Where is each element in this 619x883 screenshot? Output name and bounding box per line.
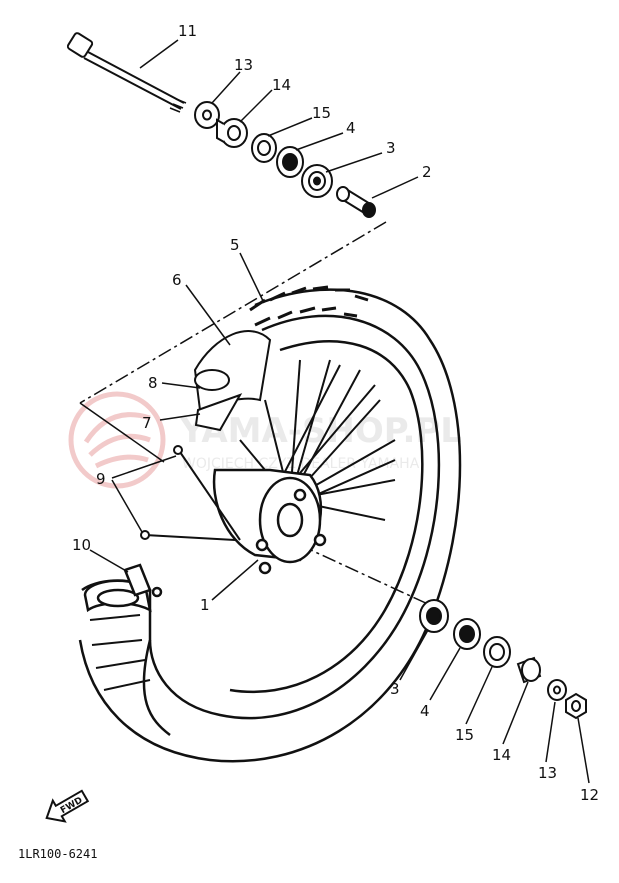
part-rim-band-tube: [193, 330, 272, 432]
part-collar-14-top: [216, 118, 248, 148]
callout-6: 6: [172, 271, 182, 289]
part-washer-13-top: [194, 101, 220, 129]
callout-15-top: 15: [312, 104, 331, 122]
part-spacer-2: [336, 186, 376, 218]
part-oil-seal-15-bottom: [483, 636, 511, 668]
callout-8: 8: [148, 374, 158, 392]
fwd-arrow: FWD: [45, 789, 90, 823]
watermark-logo-swoosh: [83, 412, 151, 469]
part-oil-seal-15-top: [251, 133, 277, 163]
callout-15-bottom: 15: [455, 726, 474, 744]
part-spacer-4-top: [276, 146, 304, 178]
part-tyre-valve: [83, 563, 163, 613]
callout-3-bottom: 3: [390, 680, 400, 698]
callout-13-bottom: 13: [538, 764, 557, 782]
leader-lines: [89, 39, 590, 784]
diagram-code: 1LR100-6241: [18, 847, 97, 861]
callouts: 11 13 14 15 4 3 2 5 6 8 7 9 10 1 3 4 15 …: [72, 22, 599, 804]
watermark-logo-ring: [68, 391, 166, 489]
callout-12: 12: [580, 786, 599, 804]
callout-1: 1: [200, 596, 210, 614]
part-nut-12: [565, 692, 587, 720]
part-axle: [66, 32, 187, 113]
callout-4-top: 4: [346, 119, 356, 137]
part-washer-13-bottom: [547, 679, 567, 701]
fwd-arrow-icon: [45, 789, 90, 823]
callout-2: 2: [422, 163, 432, 181]
part-hub: [212, 468, 327, 575]
part-collar-14-bottom: [516, 656, 542, 684]
callout-14-bottom: 14: [492, 746, 511, 764]
callout-9: 9: [96, 470, 106, 488]
callout-13-top: 13: [234, 56, 253, 74]
callout-3-top: 3: [386, 139, 396, 157]
callout-5: 5: [230, 236, 240, 254]
axis-lines: [79, 221, 431, 606]
part-spoke-set: [140, 445, 241, 541]
callout-4-bottom: 4: [420, 702, 430, 720]
part-bearing-3-bottom: [419, 599, 449, 633]
callout-10: 10: [72, 536, 91, 554]
callout-11: 11: [178, 22, 197, 40]
part-spacer-4-bottom: [453, 618, 481, 650]
callout-14-top: 14: [272, 76, 291, 94]
callout-7: 7: [142, 414, 152, 432]
part-bearing-3-top: [301, 164, 333, 198]
